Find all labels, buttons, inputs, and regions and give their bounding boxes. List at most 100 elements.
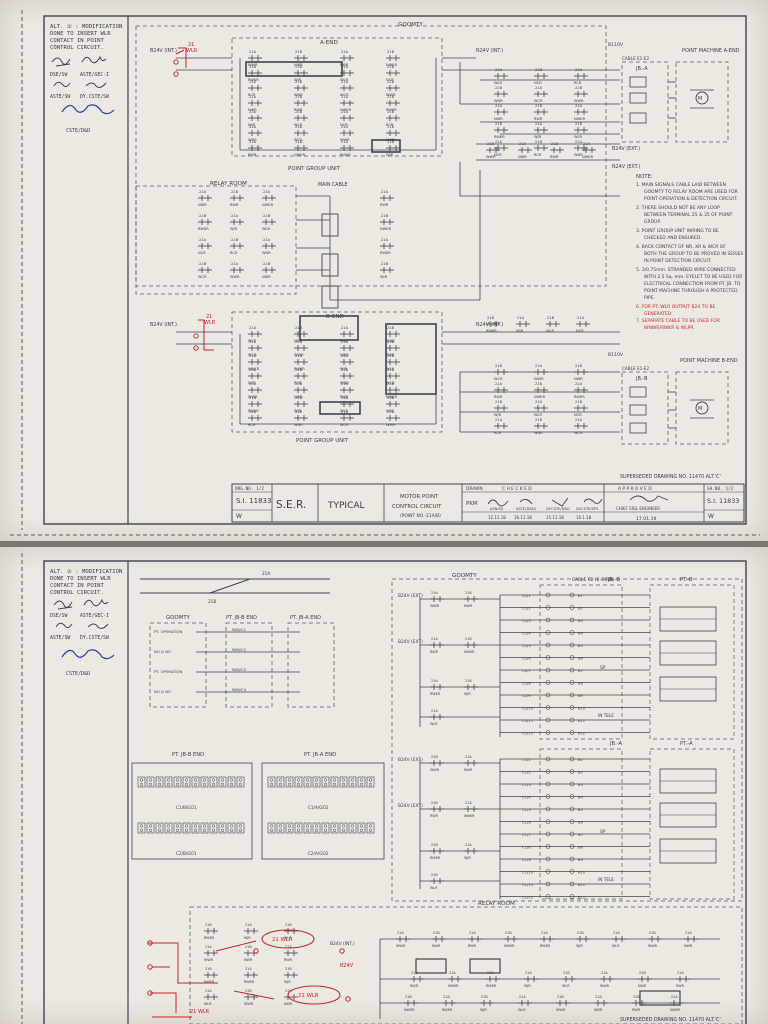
n24v-int-label-a: N24V (INT.) (476, 48, 503, 54)
svg-text:WLR: WLR (284, 936, 292, 940)
terminal-cell (348, 822, 357, 834)
svg-text:NWR: NWR (340, 353, 349, 357)
drawing-sheet-2: ALT. ① : MODIFICATION DONE TO INSERT WLR… (0, 547, 768, 1024)
svg-text:RWR: RWR (248, 153, 257, 157)
jb-row-label: C1/1 (522, 757, 531, 762)
svg-text:21A: 21A (465, 843, 472, 847)
svg-text:21B: 21B (285, 923, 292, 927)
svg-text:RWR: RWR (230, 203, 239, 207)
svg-text:21A: 21A (249, 340, 257, 344)
terminal-cell (285, 776, 294, 788)
svg-text:WCR: WCR (340, 93, 349, 97)
jb-terminal (629, 92, 647, 104)
drawing-sheet-1: ALT. ① : MODIFICATION DONE TO INSERT WLR… (0, 0, 768, 541)
note-line: BOTH THE GROUP TO BE PROVED IN SERIES (644, 251, 743, 257)
svg-text:WWR: WWR (556, 1008, 566, 1012)
svg-text:NCR: NCR (576, 329, 584, 333)
svg-text:21B: 21B (575, 400, 583, 404)
point-machine-a-label: POINT MACHINE A-END (682, 48, 740, 54)
pt-b-label: PT.-B (680, 577, 693, 583)
svg-text:21B: 21B (208, 599, 216, 604)
svg-text:WLR: WLR (340, 409, 349, 413)
outer-border (43, 15, 747, 525)
svg-text:WJR: WJR (248, 123, 256, 127)
terminal-cell (200, 776, 209, 788)
terminal-cell (303, 822, 312, 834)
svg-text:21: 21 (188, 42, 194, 48)
red-note-line: WNWR/RWKR & WLPR. (644, 325, 695, 331)
relay-coil (321, 213, 339, 237)
terminal-cell (357, 822, 366, 834)
jb-row-label: C1/7 (522, 832, 531, 837)
relay-contact: 21A WJR (464, 843, 478, 860)
terminal-point (545, 655, 551, 660)
railway-name: S.E.R. (276, 499, 306, 511)
motor-symbol-b: M (695, 401, 709, 415)
jb-row-code: B9 (578, 694, 583, 698)
svg-text:RWR: RWR (340, 63, 349, 67)
svg-text:WNR: WNR (386, 339, 395, 343)
svg-text:21A: 21A (583, 142, 591, 146)
in-tele-label-b: IN TELE (598, 713, 614, 718)
red-note-line: 7. SEPARATE CABLE TO BE USED FOR (636, 318, 720, 324)
terminal-point (569, 756, 575, 762)
b24v-int-label-3: B24V (INT.) (330, 941, 355, 947)
jb-row-code: B8 (578, 846, 583, 850)
svg-text:ALT. ① : MODIFICATION: ALT. ① : MODIFICATION (50, 568, 122, 575)
svg-text:21A: 21A (535, 400, 543, 404)
sp-label-a: SP (600, 829, 606, 835)
svg-text:NWKR: NWKR (574, 117, 586, 121)
svg-text:DY.CSTE/D&D: DY.CSTE/D&D (546, 507, 570, 511)
svg-text:WNR: WNR (294, 93, 303, 97)
svg-text:RCR: RCR (386, 123, 394, 127)
terminal-cell (137, 822, 146, 834)
jb-row-label: C2/4 (522, 631, 531, 636)
svg-text:RWKR: RWKR (294, 367, 305, 371)
svg-text:NWKR: NWKR (204, 980, 215, 984)
svg-text:NWR: NWR (432, 944, 441, 948)
note-line: GOOMTY TO RELAY ROOM ARE USED FOR (644, 189, 738, 195)
svg-text:WLR: WLR (546, 329, 555, 333)
svg-text:21B: 21B (199, 214, 207, 218)
jb-a-box-2 (539, 748, 623, 900)
svg-text:21A: 21A (535, 86, 543, 90)
terminal-point (569, 819, 575, 824)
svg-text:WNR: WNR (294, 423, 303, 427)
terminal-point (569, 717, 575, 723)
point-group-unit-label-b: POINT GROUP UNIT (296, 438, 349, 444)
relay-contact: 21B WNR (294, 80, 308, 97)
svg-text:WNR: WNR (534, 431, 543, 435)
title-line-3: (POINT NO.-21A/B) (400, 513, 441, 519)
svg-text:WJR: WJR (464, 856, 471, 860)
svg-text:21B: 21B (633, 995, 640, 999)
note-line: 2. THERE SHOULD NOT BE ANY LOOP (636, 205, 720, 211)
svg-text:21A: 21A (381, 190, 389, 194)
svg-text:21B: 21B (295, 80, 303, 84)
terminal-point (569, 605, 575, 610)
goomty-label: GOOMTY (398, 22, 423, 28)
terminal-point (545, 680, 551, 685)
terminal-point (545, 730, 551, 735)
pt-jb-a-end-label-2: PT. JB-A END (304, 752, 336, 758)
terminal-cell (330, 776, 339, 788)
svg-text:21B: 21B (245, 945, 252, 949)
svg-text:ASN/SS: ASN/SS (490, 507, 504, 511)
jb-row-code: B12 (578, 732, 585, 736)
svg-text:21A: 21A (431, 679, 438, 683)
goomty-row-value: N06/C1 (232, 627, 247, 632)
